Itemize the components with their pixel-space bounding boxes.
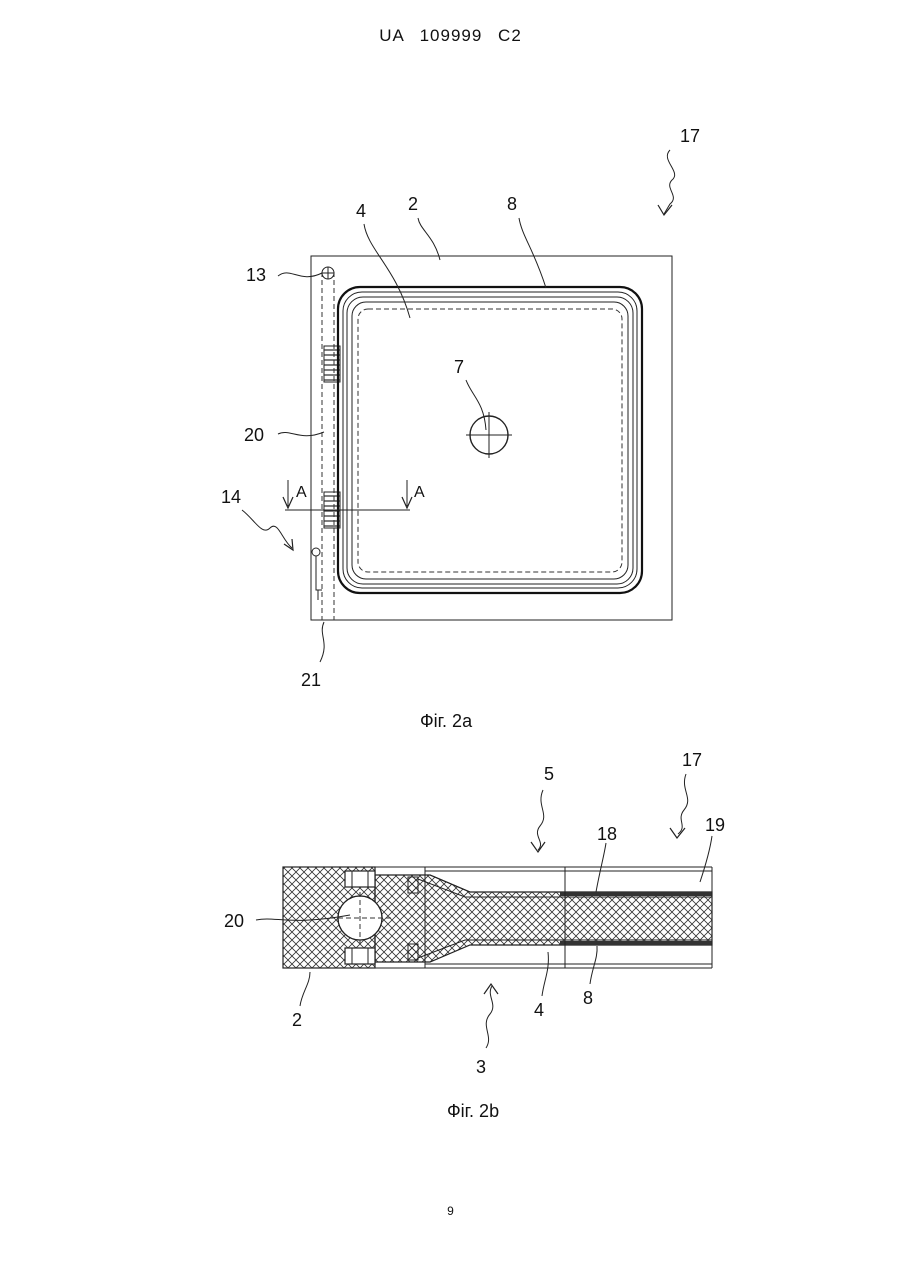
leader-5 [537,790,543,850]
small-port-circle [312,548,320,556]
label-3: 3 [476,1057,486,1077]
figure-2a: 17 2 4 8 13 7 20 14 21 A A [221,126,700,690]
label-2: 2 [408,194,418,214]
seal-strip-bottom [560,941,712,945]
leader-14 [242,510,292,548]
fastener-bottom [345,948,375,964]
label-18: 18 [597,824,617,844]
leader-20 [278,432,324,436]
label-14: 14 [221,487,241,507]
leader-2 [418,218,440,260]
label-21: 21 [301,670,321,690]
label-20b: 20 [224,911,244,931]
label-4b: 4 [534,1000,544,1020]
leader-4 [364,224,410,318]
label-8b: 8 [583,988,593,1008]
label-20: 20 [244,425,264,445]
label-13: 13 [246,265,266,285]
label-8: 8 [507,194,517,214]
label-5: 5 [544,764,554,784]
panel-core-section [375,875,712,962]
label-2b: 2 [292,1010,302,1030]
label-19: 19 [705,815,725,835]
leader-7 [466,380,486,430]
page-number: 9 [0,1204,901,1218]
leader-4b [542,952,548,996]
label-section-a-right: A [414,484,425,501]
leader-2b [300,972,310,1006]
leader-17b [678,774,688,834]
label-4: 4 [356,201,366,221]
fastener-top [345,871,375,887]
seal-strip-top [560,892,712,896]
leader-17 [664,150,675,214]
leader-21 [320,622,324,662]
label-section-a-left: A [296,484,307,501]
leader-8b [590,946,597,984]
seal-outer [338,287,642,593]
leader-19 [700,836,712,882]
leader-13 [278,273,322,277]
label-17b: 17 [682,750,702,770]
figure-2b-caption: Фіг. 2b [447,1101,499,1122]
figure-2b: 5 17 18 19 20 2 4 8 3 [224,750,725,1077]
leader-8 [519,218,546,288]
label-7: 7 [454,357,464,377]
panel-inner [358,309,622,572]
figure-2a-caption: Фіг. 2a [420,711,472,732]
leader-3 [486,986,493,1048]
label-17: 17 [680,126,700,146]
